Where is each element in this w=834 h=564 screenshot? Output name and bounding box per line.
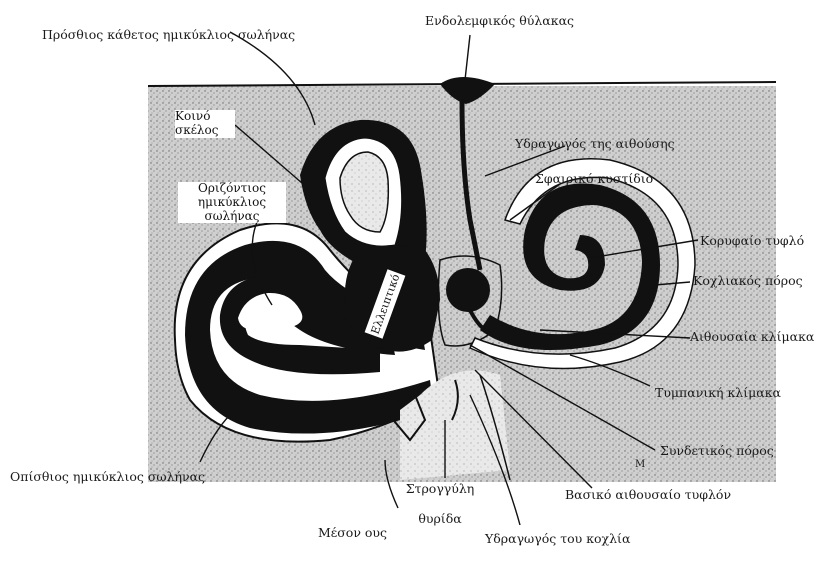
label-vestibular-cecum: Βασικό αιθουσαίο τυφλόν	[565, 488, 731, 502]
label-middle-ear: Μέσον ους	[318, 526, 387, 540]
saccule-shape	[446, 268, 490, 312]
label-scala-tympani: Τυμπανική κλίμακα	[655, 386, 781, 400]
label-anterior-canal: Πρόσθιος κάθετος ημικύκλιος σωλήνας	[42, 28, 295, 42]
label-ductus-reuniens: Συνδετικός πόρος	[660, 444, 774, 458]
label-cupular-cecum: Κορυφαίο τυφλό	[700, 234, 804, 248]
label-posterior-canal: Οπίσθιος ημικύκλιος σωλήνας	[10, 470, 205, 484]
label-horizontal-canal: Οριζόντιος ημικύκλιος σωλήνας	[178, 182, 286, 223]
label-common-crus: Κοινό σκέλος	[175, 110, 235, 138]
label-round-window: Στρογγύλη θυρίδα	[405, 474, 475, 534]
label-scala-vestibuli: Αιθουσαία κλίμακα	[690, 330, 814, 344]
label-corner-mark: Μ	[635, 459, 645, 470]
label-endolymphatic-sac: Ενδολεμφικός θύλακας	[425, 14, 574, 28]
label-cochlear-duct: Κοχλιακός πόρος	[693, 274, 803, 288]
label-vestibular-aqueduct: Υδραγωγός της αιθούσης	[515, 137, 675, 151]
label-saccule: Σφαιρικό κυστίδιο	[535, 172, 653, 186]
label-cochlear-aqueduct: Υδραγωγός του κοχλία	[485, 532, 630, 546]
